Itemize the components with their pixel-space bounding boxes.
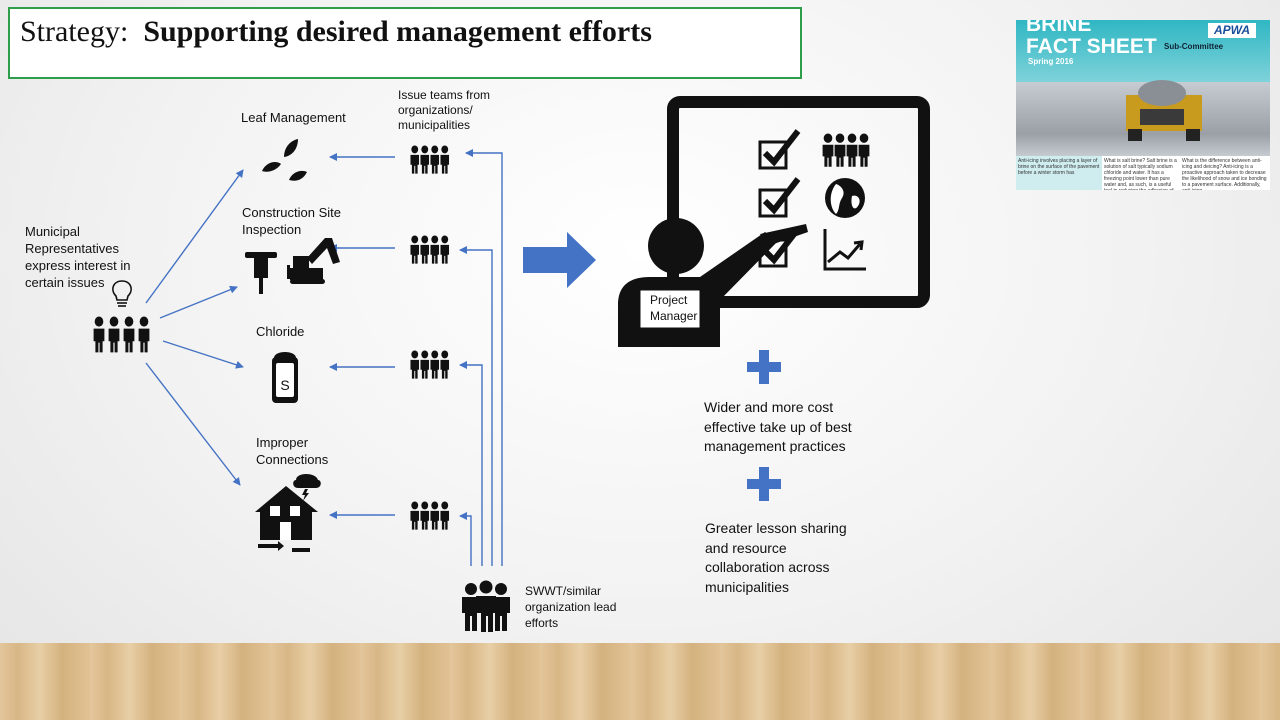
people-icon-team-2 <box>410 235 450 264</box>
house-storm-icon <box>255 474 321 552</box>
chart-icon <box>823 229 866 271</box>
leaf-icon <box>262 139 307 181</box>
salt-shaker-icon: S <box>272 352 298 403</box>
fact-sheet-col-2: What is salt brine? Salt brine is a solu… <box>1102 156 1180 190</box>
fact-sheet-season: Spring 2016 <box>1028 57 1074 66</box>
wood-floor <box>0 643 1280 720</box>
apwa-logo: APWA <box>1208 23 1256 38</box>
title-box: Strategy: Supporting desired management … <box>8 7 802 79</box>
people-icon-team-3 <box>410 350 450 379</box>
excavator-icon <box>287 238 340 284</box>
arrow-to-leaf <box>145 169 244 304</box>
globe-icon <box>825 178 865 218</box>
brine-truck-image <box>1126 80 1202 141</box>
lead-line-2 <box>459 246 493 566</box>
presentation-board <box>667 96 930 308</box>
fact-sheet-subcommittee: Sub-Committee <box>1164 42 1224 51</box>
arrow-to-construction <box>159 285 238 319</box>
chloride-label: Chloride <box>256 324 305 339</box>
lead-line-3 <box>459 361 483 566</box>
people-icon-board <box>822 133 870 167</box>
people-icon-municipal <box>93 316 150 353</box>
leaf-management-label: Leaf Management <box>241 110 346 125</box>
people-icon-team-4 <box>410 501 450 530</box>
arrow-to-improper <box>145 362 241 486</box>
fact-sheet-col-1: Anti-icing involves placing a layer of b… <box>1016 156 1102 190</box>
jackhammer-icon <box>245 252 277 294</box>
arrow-right-icon <box>523 232 596 288</box>
plus-icon-2 <box>747 467 781 501</box>
lightbulb-icon <box>112 280 132 307</box>
lead-line-1 <box>465 149 503 566</box>
people-icon-lead <box>462 580 510 632</box>
lead-line-4 <box>459 512 472 566</box>
plus-icon-1 <box>747 350 781 384</box>
fact-sheet-col-3: What is the difference between anti-icin… <box>1180 156 1270 190</box>
people-icon-team-1 <box>410 145 450 174</box>
presenter-icon <box>618 218 808 347</box>
slide-title: Strategy: Supporting desired management … <box>20 15 652 48</box>
arrow-to-chloride <box>162 340 244 369</box>
svg-text:S: S <box>280 377 289 393</box>
